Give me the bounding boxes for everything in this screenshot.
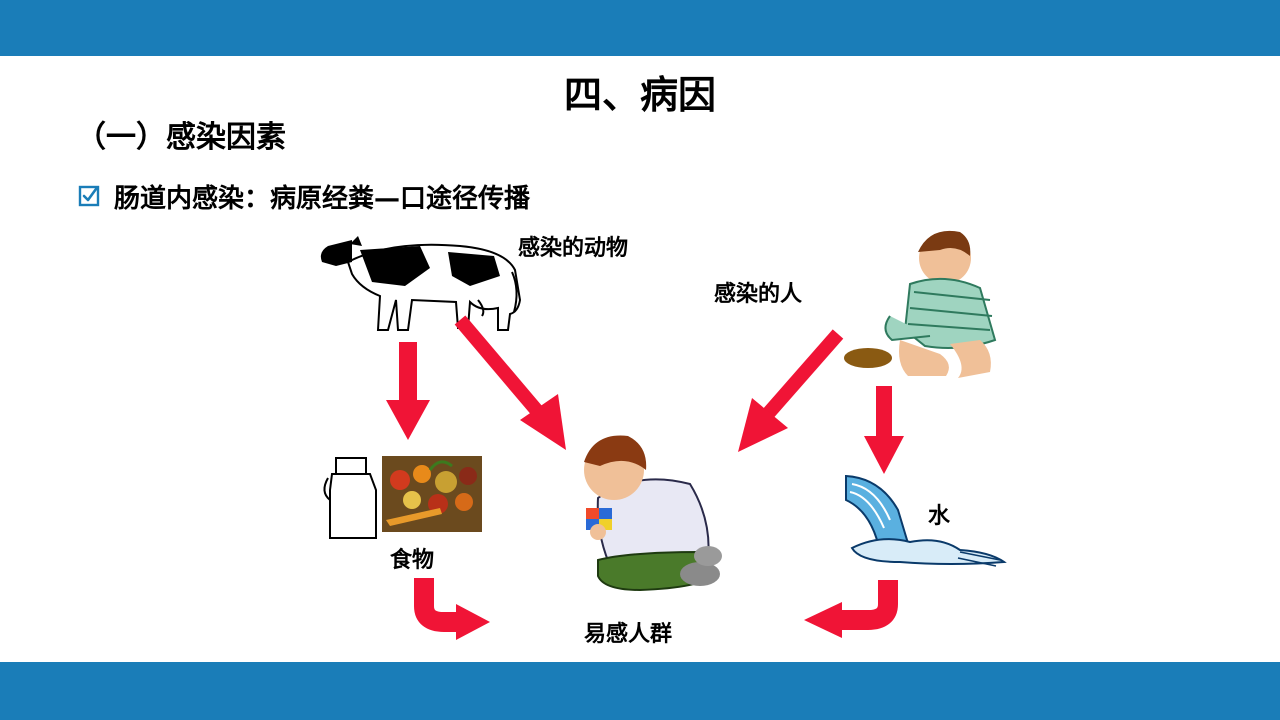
label-susceptible-people: 易感人群 bbox=[584, 622, 673, 647]
bullet-text: 肠道内感染：病原经粪—口途径传播 bbox=[114, 183, 531, 214]
infected-person-icon bbox=[844, 230, 997, 378]
label-infected-animal: 感染的动物 bbox=[518, 236, 629, 261]
slide-title: 四、病因 bbox=[563, 73, 716, 117]
checkbox-icon bbox=[78, 185, 100, 207]
cow-icon bbox=[320, 236, 522, 331]
label-water: 水 bbox=[928, 504, 951, 529]
bottom-footer-band bbox=[0, 662, 1280, 720]
arrow-water-to-people bbox=[804, 580, 898, 638]
food-basket-icon bbox=[382, 456, 482, 532]
water-stream-icon bbox=[845, 474, 1007, 567]
milk-can-icon bbox=[323, 457, 377, 539]
arrow-food-to-people bbox=[414, 578, 490, 640]
bullet-item: 肠道内感染：病原经粪—口途径传播 bbox=[78, 178, 530, 214]
label-infected-person: 感染的人 bbox=[714, 282, 803, 307]
arrow-animal-to-food bbox=[386, 342, 430, 440]
section-subtitle: （一）感染因素 bbox=[76, 120, 286, 155]
arrow-person-to-water bbox=[864, 386, 904, 474]
label-food: 食物 bbox=[390, 548, 435, 573]
susceptible-child-icon bbox=[584, 435, 722, 592]
top-header-band bbox=[0, 0, 1280, 56]
arrow-animal-to-people bbox=[454, 315, 566, 450]
arrow-person-to-people bbox=[738, 329, 844, 452]
